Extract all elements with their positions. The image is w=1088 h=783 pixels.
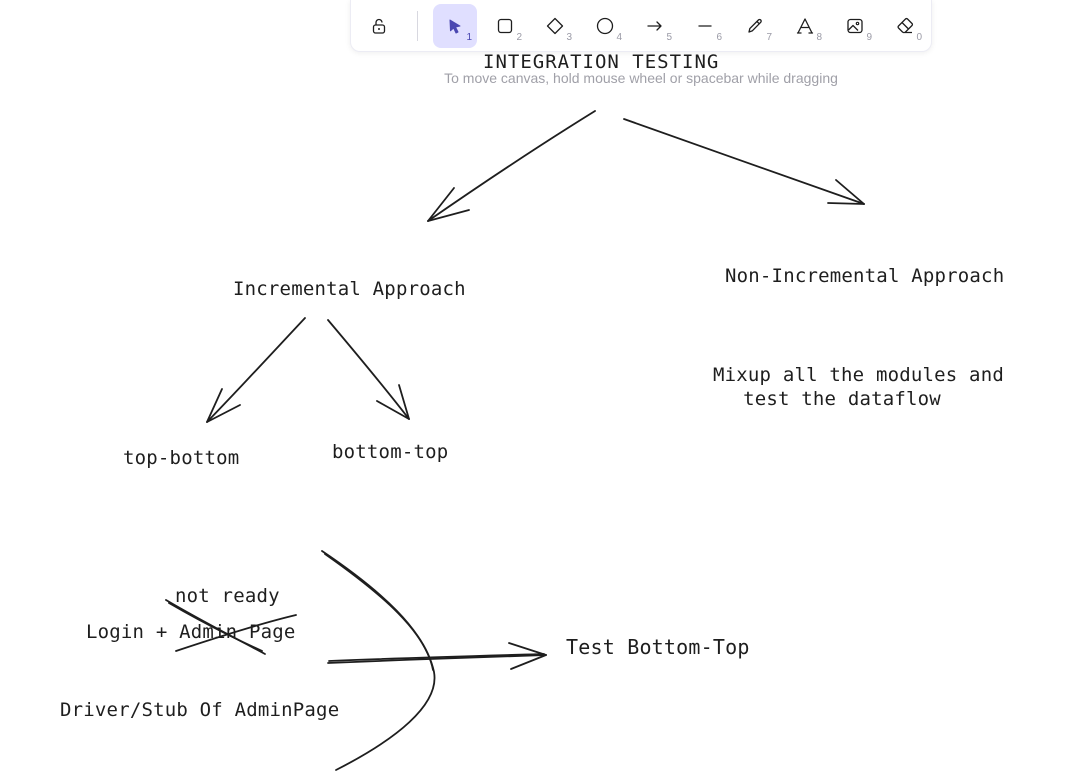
label-driver-stub[interactable]: Driver/Stub Of AdminPage bbox=[60, 699, 340, 721]
label-incremental-approach[interactable]: Incremental Approach bbox=[233, 278, 466, 300]
tool-key: 2 bbox=[516, 32, 522, 43]
tool-key: 8 bbox=[816, 32, 822, 43]
label-mixup-line1[interactable]: Mixup all the modules and bbox=[713, 364, 1004, 386]
tool-eraser[interactable]: 0 bbox=[883, 4, 927, 48]
arrow-icon bbox=[647, 21, 662, 31]
tool-key: 0 bbox=[916, 32, 922, 43]
square-icon bbox=[497, 18, 513, 34]
tool-line[interactable]: 6 bbox=[683, 4, 727, 48]
label-non-incremental-approach[interactable]: Non-Incremental Approach bbox=[725, 265, 1005, 287]
label-top-bottom[interactable]: top-bottom bbox=[123, 447, 240, 469]
eraser-icon bbox=[897, 17, 914, 34]
arrow-incremental-to-top-bottom[interactable] bbox=[206, 317, 306, 423]
pencil-icon bbox=[748, 18, 762, 33]
strike-through-lines[interactable] bbox=[165, 599, 297, 655]
line-icon bbox=[698, 25, 712, 27]
tool-arrow[interactable]: 5 bbox=[633, 4, 677, 48]
arrow-title-to-incremental[interactable] bbox=[427, 110, 596, 222]
label-login-admin-page[interactable]: Login + Admin Page bbox=[86, 621, 296, 643]
shapes-toolbar: 1 2 3 4 5 6 7 bbox=[350, 0, 932, 52]
label-bottom-top[interactable]: bottom-top bbox=[332, 441, 449, 463]
tool-key: 1 bbox=[466, 32, 472, 43]
tool-key: 3 bbox=[566, 32, 572, 43]
tool-key: 6 bbox=[716, 32, 722, 43]
label-not-ready[interactable]: not ready bbox=[175, 585, 280, 607]
text-icon bbox=[796, 18, 814, 34]
canvas-move-hint: To move canvas, hold mouse wheel or spac… bbox=[444, 70, 838, 86]
tool-key: 7 bbox=[766, 32, 772, 43]
arrow-title-to-non-incremental[interactable] bbox=[623, 118, 865, 205]
tool-key: 9 bbox=[866, 32, 872, 43]
title-integration-testing[interactable]: INTEGRATION TESTING bbox=[483, 51, 720, 73]
pointer-icon bbox=[449, 19, 461, 34]
lock-open-icon bbox=[372, 18, 386, 34]
tool-key: 5 bbox=[666, 32, 672, 43]
tool-key: 4 bbox=[616, 32, 622, 43]
tool-rectangle[interactable]: 2 bbox=[483, 4, 527, 48]
tool-text[interactable]: 8 bbox=[783, 4, 827, 48]
tool-draw[interactable]: 7 bbox=[733, 4, 777, 48]
image-icon bbox=[847, 18, 863, 34]
tool-diamond[interactable]: 3 bbox=[533, 4, 577, 48]
diamond-icon bbox=[546, 17, 564, 35]
toolbar-divider bbox=[417, 11, 418, 41]
tool-selection[interactable]: 1 bbox=[433, 4, 477, 48]
circle-icon bbox=[596, 17, 614, 35]
tool-image[interactable]: 9 bbox=[833, 4, 877, 48]
arrow-incremental-to-bottom-top[interactable] bbox=[327, 319, 410, 420]
arrow-to-test-bottom-top[interactable] bbox=[327, 642, 547, 670]
label-mixup-line2[interactable]: test the dataflow bbox=[743, 388, 941, 410]
tool-ellipse[interactable]: 4 bbox=[583, 4, 627, 48]
lock-button[interactable] bbox=[357, 4, 401, 48]
label-test-bottom-top[interactable]: Test Bottom-Top bbox=[566, 635, 750, 659]
